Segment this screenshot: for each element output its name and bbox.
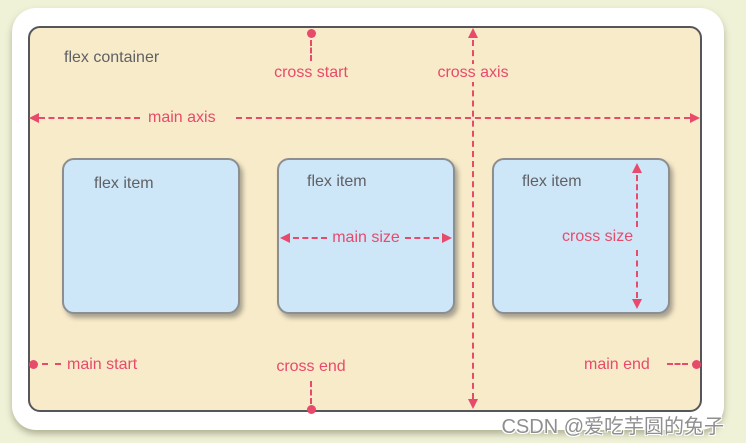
main-start-label: main start — [67, 356, 138, 373]
main-start-dash — [42, 363, 61, 365]
cross-size-dash-bottom — [636, 250, 638, 298]
main-axis-left-arrowhead-icon — [29, 113, 39, 123]
main-size-annotation: main size — [280, 229, 453, 247]
main-size-dash-left — [293, 237, 328, 239]
main-start-dot-icon — [29, 360, 38, 369]
main-axis-right-arrowhead-icon — [690, 113, 700, 123]
main-size-left-arrowhead-icon — [280, 233, 290, 243]
cross-axis-label: cross axis — [413, 64, 533, 82]
cross-size-up-arrowhead-icon — [632, 163, 642, 173]
cross-end-dash — [310, 381, 312, 404]
cross-axis-down-arrowhead-icon — [468, 399, 478, 409]
flex-container-label: flex container — [64, 49, 160, 66]
csdn-watermark: CSDN @爱吃芋圆的兔子 — [501, 416, 724, 438]
cross-axis-dash — [472, 40, 474, 399]
cross-axis-up-arrowhead-icon — [468, 28, 478, 38]
cross-size-dash-top — [636, 175, 638, 227]
main-end-label: main end — [584, 356, 650, 373]
cross-end-label: cross end — [276, 358, 346, 375]
main-axis-dash-right — [236, 117, 690, 119]
cross-size-down-arrowhead-icon — [632, 299, 642, 309]
cross-end-dot-icon — [307, 405, 316, 414]
main-axis-dash-left — [39, 117, 140, 119]
flex-item-3-label: flex item — [522, 173, 582, 190]
main-end-dash — [667, 363, 688, 365]
cross-start-label: cross start — [274, 64, 348, 81]
main-size-right-arrowhead-icon — [442, 233, 453, 243]
cross-start-dash — [310, 40, 312, 61]
cross-start-dot-icon — [307, 29, 316, 38]
main-end-dot-icon — [692, 360, 701, 369]
main-axis-label: main axis — [148, 109, 216, 126]
flex-item-2 — [277, 158, 455, 314]
flex-item-2-label: flex item — [307, 173, 367, 190]
flex-item-3 — [492, 158, 670, 314]
flex-item-1: flex item — [62, 158, 240, 314]
cross-size-label: cross size — [562, 228, 634, 245]
flex-item-1-label: flex item — [94, 175, 154, 192]
main-size-dash-right — [404, 237, 440, 239]
main-size-label: main size — [332, 229, 400, 246]
